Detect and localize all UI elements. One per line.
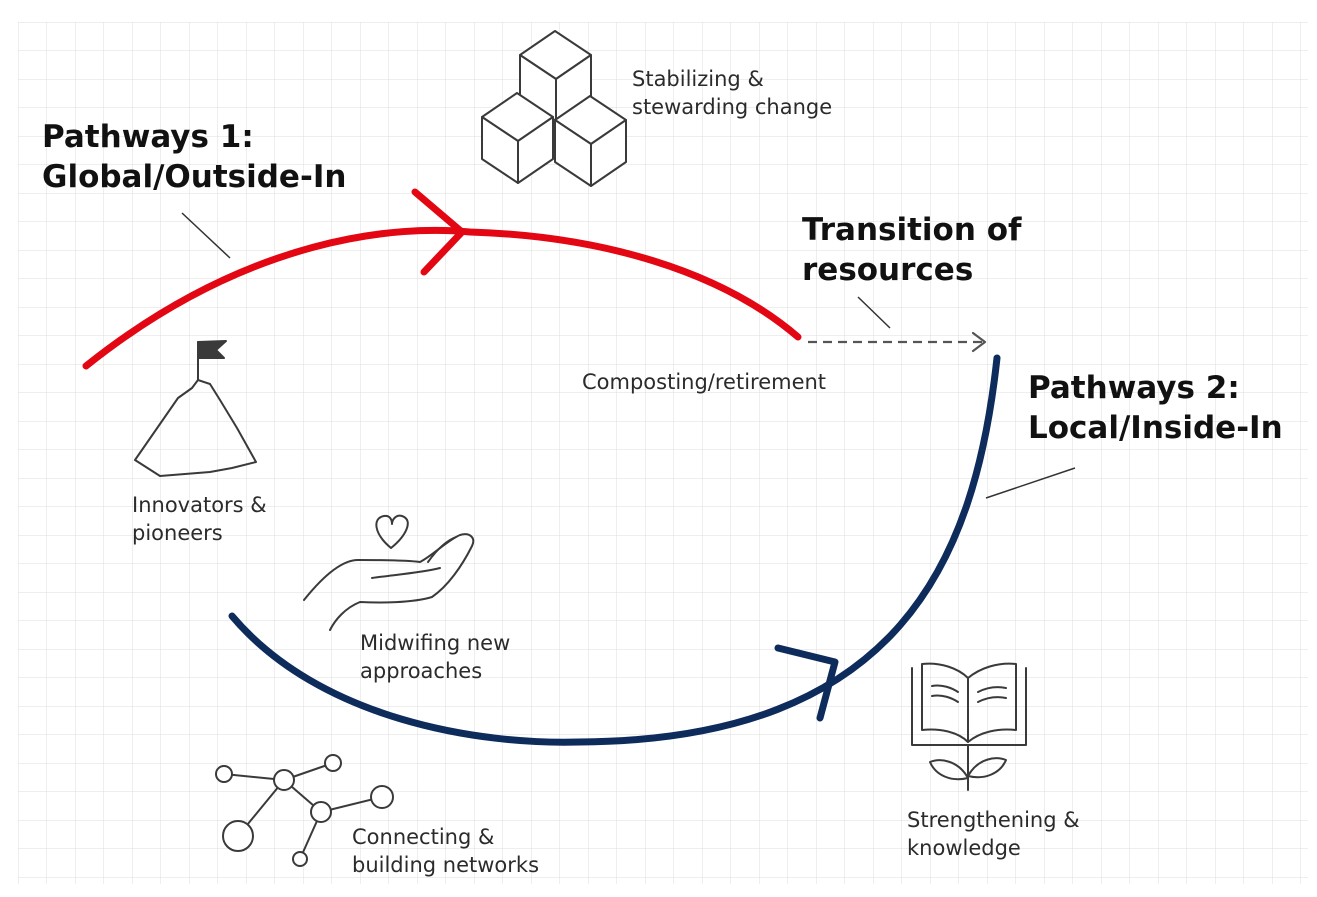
connecting-label: Connecting & building networks xyxy=(352,823,539,879)
pathway-1-leader-line xyxy=(181,212,231,259)
pathway-1-arrowhead xyxy=(411,188,466,276)
mountain-flag-icon xyxy=(134,340,257,477)
midwifing-label-line1: Midwifing new xyxy=(360,631,511,655)
transition-heading-line2: resources xyxy=(802,252,974,288)
midwifing-label: Midwifing new approaches xyxy=(360,629,510,685)
strengthening-label: Strengthening & knowledge xyxy=(907,806,1080,862)
hand-heart-icon xyxy=(303,514,475,631)
book-plant-icon xyxy=(911,662,1027,791)
transition-heading: Transition of resources xyxy=(802,210,1021,290)
transition-leader-line xyxy=(857,296,891,329)
transition-dashed-arrow xyxy=(808,331,987,353)
pathway-2-heading-line2: Local/Inside-In xyxy=(1028,410,1283,446)
pathway-2-arrowhead xyxy=(774,644,839,722)
cubes-icon xyxy=(481,30,627,187)
strengthening-label-line1: Strengthening & xyxy=(907,808,1080,832)
midwifing-label-line2: approaches xyxy=(360,659,483,683)
composting-label: Composting/retirement xyxy=(582,368,826,396)
pathway-2-arc xyxy=(228,354,1001,746)
pathway-2-leader-line xyxy=(985,467,1076,499)
innovators-label-line1: Innovators & xyxy=(132,493,267,517)
pathway-1-heading: Pathways 1: Global/Outside-In xyxy=(42,117,346,197)
strengthening-label-line2: knowledge xyxy=(907,836,1021,860)
pathway-2-heading: Pathways 2: Local/Inside-In xyxy=(1028,368,1283,448)
connecting-label-line2: building networks xyxy=(352,853,540,877)
composting-label-line1: Composting/retirement xyxy=(582,370,827,394)
network-icon xyxy=(215,754,394,867)
stabilizing-label-line1: Stabilizing & xyxy=(632,67,764,91)
pathway-1-heading-line2: Global/Outside-In xyxy=(42,159,347,195)
innovators-label: Innovators & pioneers xyxy=(132,491,267,547)
stabilizing-label-line2: stewarding change xyxy=(632,95,833,119)
connecting-label-line1: Connecting & xyxy=(352,825,495,849)
pathway-1-heading-line1: Pathways 1: xyxy=(42,119,254,155)
pathway-2-heading-line1: Pathways 2: xyxy=(1028,370,1240,406)
innovators-label-line2: pioneers xyxy=(132,521,223,545)
stabilizing-label: Stabilizing & stewarding change xyxy=(632,65,832,121)
pathway-1-arc xyxy=(82,188,802,370)
transition-heading-line1: Transition of xyxy=(802,212,1022,248)
